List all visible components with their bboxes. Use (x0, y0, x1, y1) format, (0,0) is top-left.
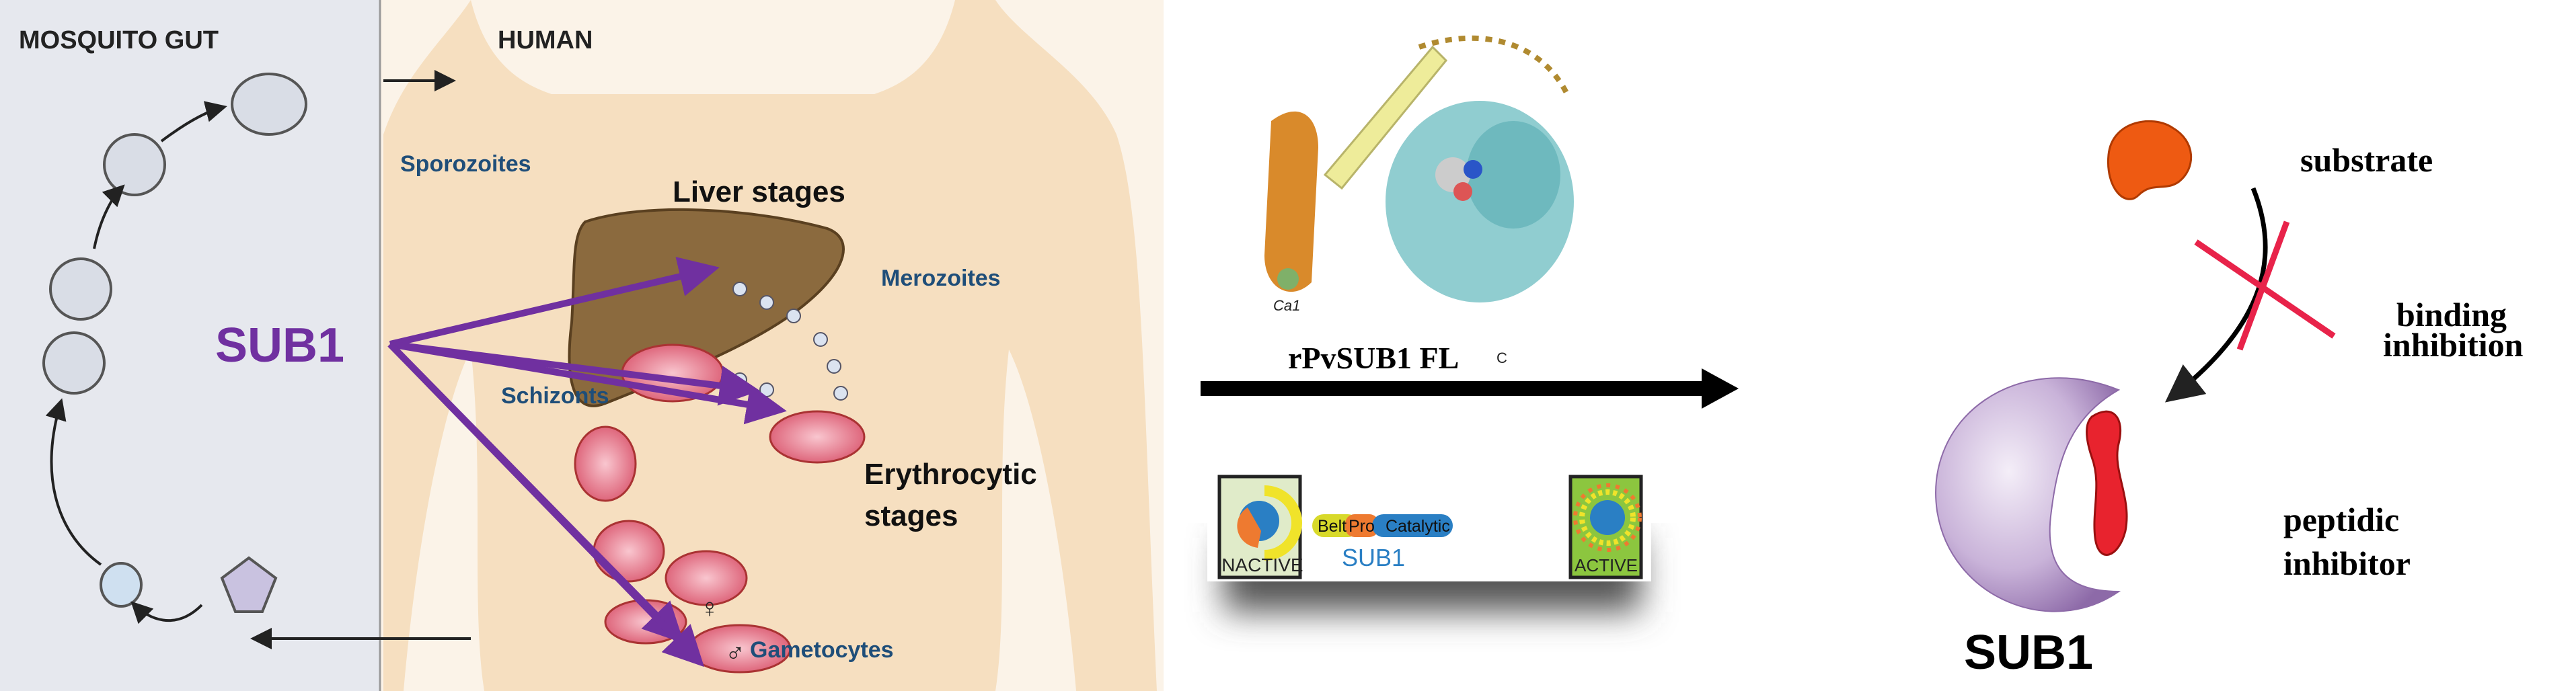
c-terminus-label: C (1497, 350, 1507, 366)
binding-arrow (2164, 187, 2268, 403)
inactive-box: INACTIVE (1216, 475, 1303, 579)
peptidic-inhibitor-shape (2086, 410, 2128, 556)
sub1-enzyme-label: SUB1 (1964, 626, 2093, 680)
liver-stages-label: Liver stages (673, 175, 845, 208)
life-cycle-panel: MOSQUITO GUT HUMAN Sporozoites Liver sta… (0, 0, 1164, 691)
cycle-arrows (45, 70, 471, 649)
human-body-silhouette (383, 0, 1157, 691)
mosquito-stages (42, 73, 307, 613)
protein-structure-illustration (1264, 35, 1574, 302)
peptidic-label: peptidic (2283, 501, 2399, 538)
sub1-enzyme-shape (1935, 377, 2121, 612)
inactive-label: INACTIVE (1216, 555, 1303, 575)
male-symbol: ♂ (725, 639, 745, 668)
stages-label: stages (864, 499, 958, 532)
inhibitor-label: inhibitor (2283, 544, 2411, 582)
merozoites-label: Merozoites (881, 266, 1001, 291)
substrate-label: substrate (2300, 141, 2433, 179)
binding-label: binding (2396, 296, 2507, 333)
erythrocytic-label: Erythrocytic (864, 458, 1037, 491)
structure-panel: Ca1 C rPvSUB1 FL INACTIVE Belt Pro Catal… (1201, 35, 1739, 612)
mosquito-gut-label: MOSQUITO GUT (19, 26, 219, 54)
human-label: HUMAN (498, 26, 593, 54)
sub1-lifecycle-label: SUB1 (215, 319, 344, 372)
female-symbol: ♀ (699, 594, 720, 623)
pro-domain-label: Pro (1349, 517, 1375, 536)
catalytic-domain-label: Catalytic (1386, 517, 1450, 536)
mechanism-panel: substrate binding inhibition peptidic in… (1935, 120, 2524, 680)
structure-label: rPvSUB1 FL (1288, 341, 1459, 375)
domain-bar: Belt Pro Catalytic SUB1 (1312, 514, 1453, 571)
main-arrow-head (1702, 368, 1739, 409)
belt-domain-label: Belt (1318, 517, 1347, 536)
inhibition-label: inhibition (2383, 326, 2524, 364)
active-box: ACTIVE (1568, 475, 1643, 579)
substrate-shape (2107, 120, 2193, 200)
schizonts-label: Schizonts (501, 383, 609, 409)
sub1-domain-name: SUB1 (1342, 544, 1405, 571)
active-label: ACTIVE (1575, 555, 1638, 575)
ca1-label: Ca1 (1273, 297, 1300, 314)
sub1-arrows (387, 257, 787, 667)
inhibition-cross (2194, 220, 2336, 351)
gametocytes-label: Gametocytes (750, 637, 894, 663)
sporozoites-label: Sporozoites (400, 151, 531, 177)
